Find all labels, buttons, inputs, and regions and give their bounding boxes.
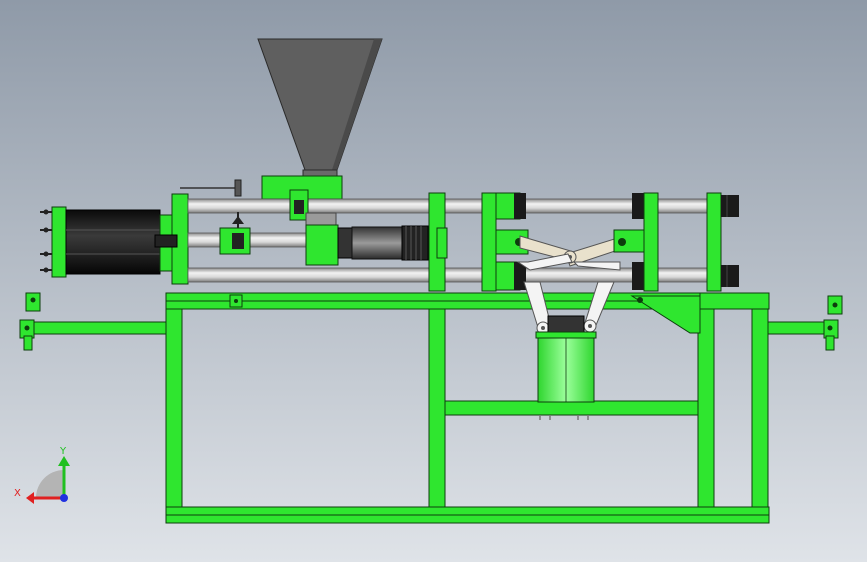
rear-platen: [613, 192, 659, 292]
tie-rods: [187, 198, 719, 283]
injection-cylinder: [40, 206, 175, 278]
right-gusset-plate: [630, 295, 701, 334]
base-frame: [29, 292, 829, 524]
coordinate-triad-icon[interactable]: Y X: [14, 446, 70, 504]
hopper-neck: [302, 169, 338, 177]
left-outrigger-bracket: [19, 292, 41, 351]
triad-x-label: X: [14, 488, 21, 499]
right-outrigger-bracket: [823, 295, 843, 351]
toggle-linkage: [516, 235, 625, 335]
right-end-plate: [706, 192, 739, 292]
injection-barrel: [154, 212, 429, 266]
triad-y-label: Y: [59, 446, 67, 457]
moving-platen: [481, 192, 529, 292]
